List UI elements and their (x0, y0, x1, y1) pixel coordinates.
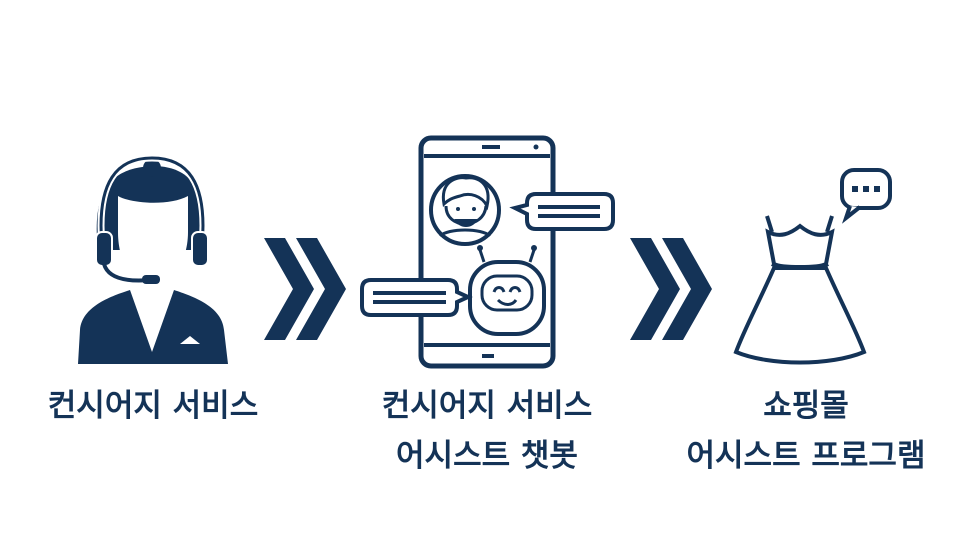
call-center-agent-icon (78, 154, 228, 364)
step-1-label: 컨시어지 서비스 (18, 381, 288, 431)
step-2-line-2: 어시스트 챗봇 (396, 438, 578, 474)
step-1-line-1: 컨시어지 서비스 (47, 388, 259, 424)
dress-chat-icon (733, 168, 892, 365)
step-3-line-2: 어시스트 프로그램 (686, 438, 926, 474)
step-3-label: 쇼핑몰 어시스트 프로그램 (656, 381, 956, 481)
smartphone-chatbot-icon (360, 135, 615, 369)
double-chevron-right-icon (264, 238, 346, 340)
step-2-label: 컨시어지 서비스 어시스트 챗봇 (352, 381, 622, 481)
step-2-line-1: 컨시어지 서비스 (381, 388, 593, 424)
double-chevron-right-icon (630, 238, 712, 340)
step-3-line-1: 쇼핑몰 (763, 388, 849, 424)
